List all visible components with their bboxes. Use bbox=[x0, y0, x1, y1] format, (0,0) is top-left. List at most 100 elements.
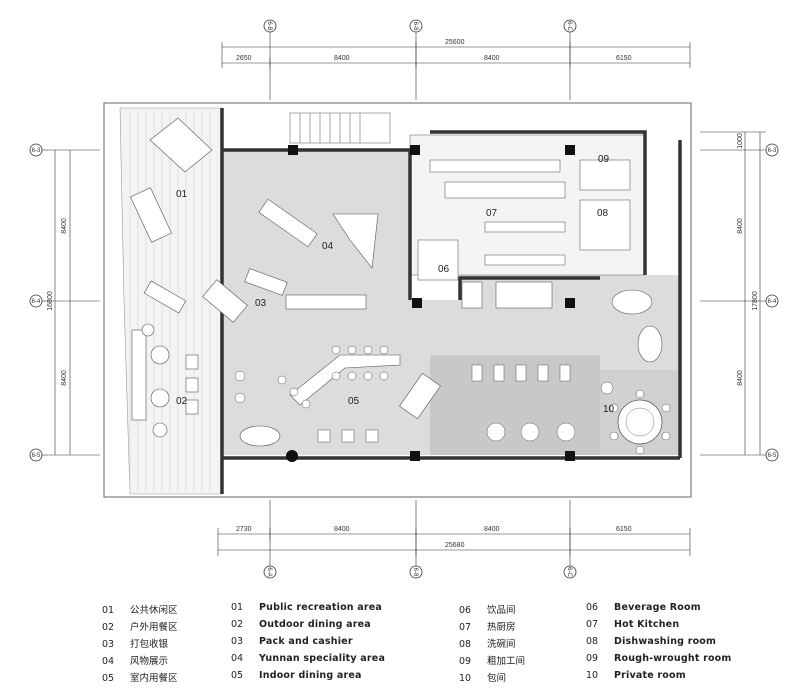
top-axis-68: 6-8 bbox=[409, 19, 423, 100]
legend-label: Private room bbox=[614, 670, 686, 681]
bottom-axis-6a: 6-A bbox=[263, 500, 277, 579]
bottom-axis-label-2: 6-8 bbox=[412, 568, 418, 577]
top-axis-6c: 6-C bbox=[563, 19, 577, 100]
legend-label: Beverage Room bbox=[614, 602, 701, 613]
legend-cn-item-09: 09 粗加工间 bbox=[459, 653, 525, 667]
legend-en-item-07: 07 Hot Kitchen bbox=[586, 619, 679, 630]
legend-num: 06 bbox=[459, 605, 472, 616]
legend-label: Yunnan speciality area bbox=[259, 653, 386, 664]
legend-num: 09 bbox=[459, 656, 472, 667]
top-axis-6b: 6-B bbox=[263, 19, 277, 100]
legend-num: 10 bbox=[586, 670, 599, 681]
terrazzo-floor bbox=[430, 355, 600, 455]
legend-label: Public recreation area bbox=[259, 602, 383, 613]
legend-num: 07 bbox=[459, 622, 472, 633]
legend-num: 10 bbox=[459, 673, 472, 684]
bottom-dim-1: 2730 bbox=[236, 526, 252, 533]
legend-cn-item-06: 06 饮品间 bbox=[459, 602, 516, 616]
legend-label: 户外用餐区 bbox=[130, 622, 178, 633]
kitchen-zone bbox=[409, 134, 646, 281]
left-axis-label-2: 6-4 bbox=[32, 299, 41, 305]
plan-frame bbox=[103, 102, 692, 498]
legend-en-item-05: 05 Indoor dining area bbox=[231, 670, 362, 681]
bottom-axis-label-3: 6-C bbox=[566, 567, 572, 577]
legend-num: 03 bbox=[102, 639, 115, 650]
right-total-dim: 17800 bbox=[752, 291, 759, 311]
room-07-label: 07 bbox=[486, 208, 498, 219]
legend-en-item-08: 08 Dishwashing room bbox=[586, 636, 716, 647]
legend-cn-item-03: 03 打包收银 bbox=[102, 636, 168, 650]
room-04-label: 04 bbox=[322, 241, 334, 252]
legend-num: 08 bbox=[586, 636, 599, 647]
legend-num: 07 bbox=[586, 619, 599, 630]
legend-label: 包间 bbox=[487, 673, 507, 684]
room-01-label: 01 bbox=[176, 189, 188, 200]
legend-en-item-09: 09 Rough-wrought room bbox=[586, 653, 732, 664]
right-axis-label-1: 6-3 bbox=[768, 148, 777, 154]
top-dim-2: 8400 bbox=[334, 55, 350, 62]
bottom-axis-68: 6-8 bbox=[409, 500, 423, 579]
top-axis-label-2: 6-8 bbox=[412, 22, 418, 31]
outdoor-deck bbox=[119, 107, 223, 495]
legend-label: Rough-wrought room bbox=[614, 653, 732, 664]
legend-label: 粗加工间 bbox=[487, 656, 526, 667]
legend-label: 公共休闲区 bbox=[130, 605, 178, 616]
legend-num: 05 bbox=[102, 673, 115, 684]
room-08-label: 08 bbox=[597, 208, 609, 219]
top-dim-3: 8400 bbox=[484, 55, 500, 62]
indoor-furniture bbox=[202, 198, 663, 447]
room-06-label: 06 bbox=[438, 264, 450, 275]
bottom-dim-3: 8400 bbox=[484, 526, 500, 533]
bottom-axis-label-1: 6-A bbox=[266, 567, 272, 576]
legend-cn-item-10: 10 包间 bbox=[459, 670, 506, 684]
legend-cn-item-04: 04 风物展示 bbox=[102, 653, 168, 667]
left-dim-1: 8400 bbox=[61, 218, 68, 234]
top-dim-4: 6150 bbox=[616, 55, 632, 62]
room-10-label: 10 bbox=[603, 404, 615, 415]
right-axis-label-3: 6-5 bbox=[768, 453, 777, 459]
dining-chairs bbox=[234, 345, 671, 455]
legend-en-item-10: 10 Private room bbox=[586, 670, 686, 681]
right-dimensions bbox=[700, 131, 766, 456]
right-dim-1: 1000 bbox=[737, 133, 744, 149]
legend-cn-item-05: 05 室内用餐区 bbox=[102, 670, 178, 684]
bottom-dim-4: 6150 bbox=[616, 526, 632, 533]
right-dim-3: 8400 bbox=[737, 370, 744, 386]
room-05-label: 05 bbox=[348, 396, 360, 407]
legend-label: 室内用餐区 bbox=[130, 673, 178, 684]
legend-num: 04 bbox=[102, 656, 115, 667]
left-total-dim: 16800 bbox=[47, 291, 54, 311]
legend-label: Indoor dining area bbox=[259, 670, 362, 681]
legend-num: 09 bbox=[586, 653, 599, 664]
legend-num: 03 bbox=[231, 636, 244, 647]
room-03-label: 03 bbox=[255, 298, 267, 309]
legend-label: Outdoor dining area bbox=[259, 619, 371, 630]
legend-label: 风物展示 bbox=[130, 656, 169, 667]
left-axis-label-3: 6-5 bbox=[32, 453, 41, 459]
legend-label: Dishwashing room bbox=[614, 636, 717, 647]
legend-label: 洗碗间 bbox=[487, 639, 516, 650]
legend-en-item-02: 02 Outdoor dining area bbox=[231, 619, 371, 630]
top-axis-label-1: 6-B bbox=[266, 21, 272, 30]
legend-num: 05 bbox=[231, 670, 244, 681]
legend-label: 打包收银 bbox=[130, 639, 169, 650]
right-axis-label-2: 6-4 bbox=[768, 299, 777, 305]
left-dim-2: 8400 bbox=[61, 370, 68, 386]
right-axis-bubbles: 6-3 6-4 6-5 bbox=[765, 143, 779, 462]
bottom-axis-6c: 6-C bbox=[563, 500, 577, 579]
legend-label: 饮品间 bbox=[487, 605, 516, 616]
floor-plan: 25600 2650 8400 8400 6150 6-B 6-8 6-C 27… bbox=[29, 19, 779, 579]
legend-label: Hot Kitchen bbox=[614, 619, 680, 630]
left-dimensions bbox=[48, 149, 100, 456]
room-02-label: 02 bbox=[176, 396, 188, 407]
legend-num: 02 bbox=[231, 619, 244, 630]
top-total-dim: 25600 bbox=[445, 39, 465, 46]
top-axis-label-3: 6-C bbox=[566, 21, 572, 31]
